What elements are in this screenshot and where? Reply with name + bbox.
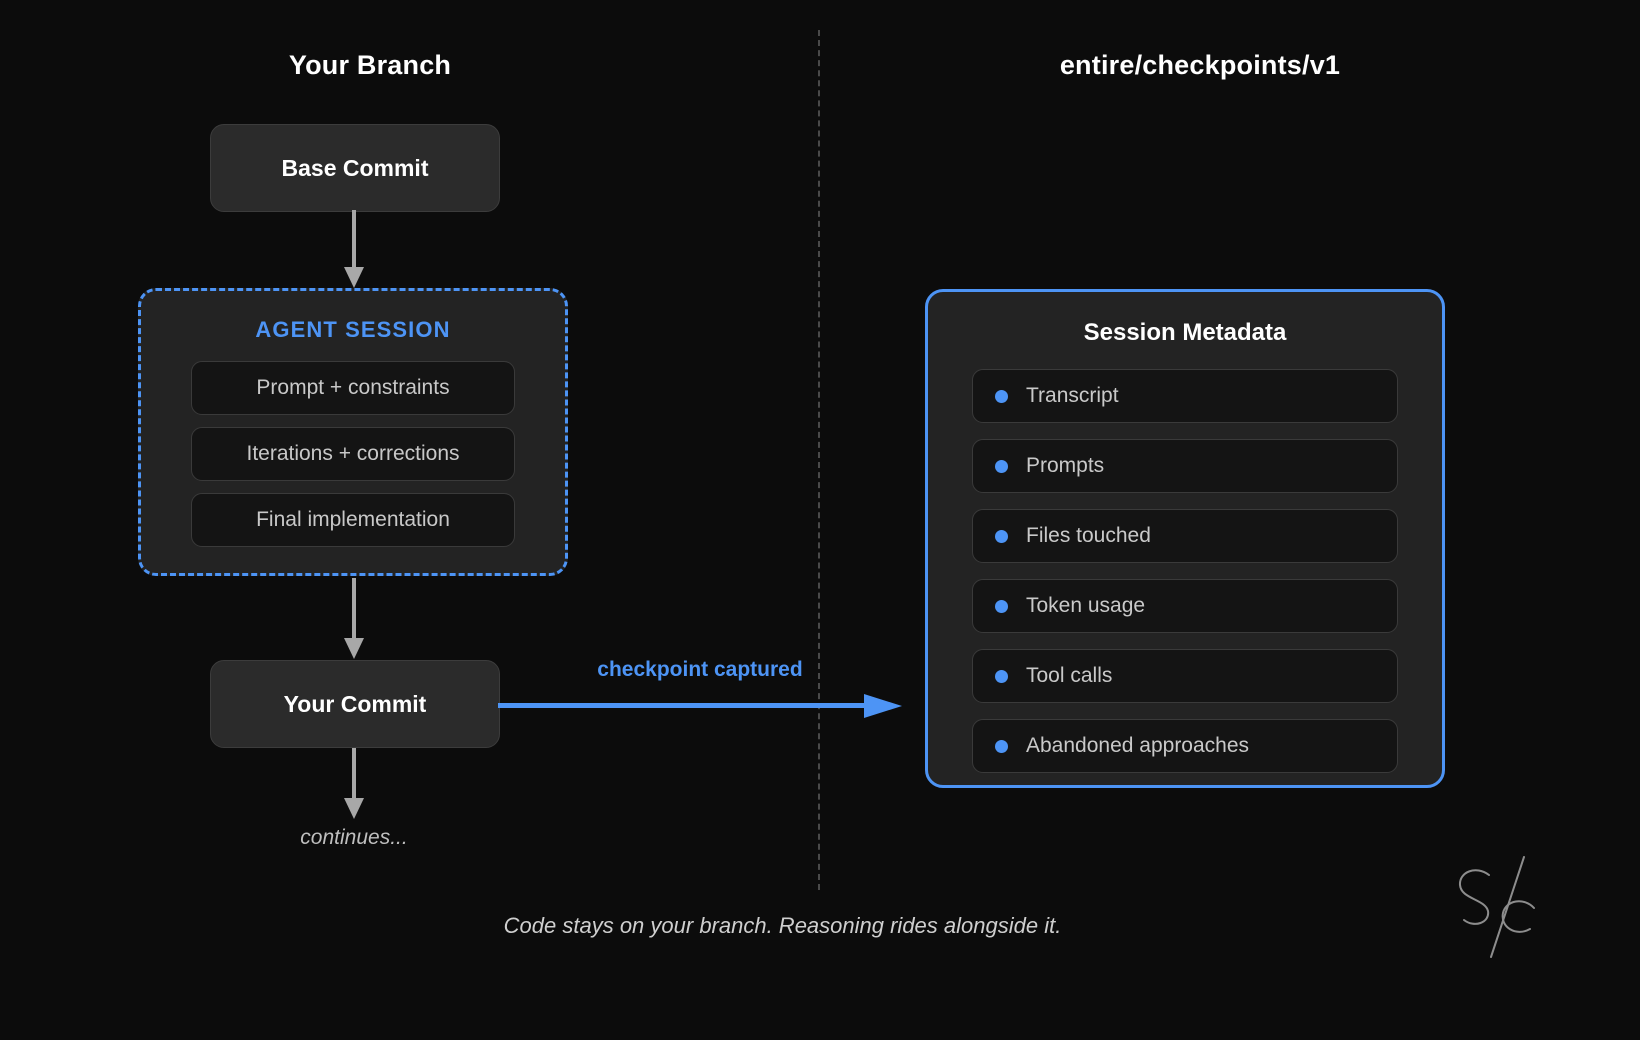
- arrow-session-to-commit: [344, 578, 364, 660]
- bullet-icon: [995, 459, 1008, 473]
- metadata-item-label: Token usage: [1026, 594, 1146, 617]
- arrow-checkpoint-captured: [498, 694, 902, 718]
- arrow-head: [864, 694, 902, 718]
- arrow-shaft: [352, 748, 356, 798]
- metadata-item-prompts[interactable]: Prompts: [972, 439, 1398, 493]
- right-column-title: entire/checkpoints/v1: [1059, 50, 1341, 80]
- bullet-icon: [995, 739, 1008, 753]
- metadata-item-label: Transcript: [1026, 384, 1119, 407]
- bullet-icon: [995, 529, 1008, 543]
- bullet-icon: [995, 599, 1008, 613]
- agent-session-group[interactable]: AGENT SESSION Prompt + constraints Itera…: [138, 288, 568, 576]
- metadata-item-transcript[interactable]: Transcript: [972, 369, 1398, 423]
- metadata-item-token-usage[interactable]: Token usage: [972, 579, 1398, 633]
- arrow-commit-to-continues: [344, 748, 364, 820]
- arrow-shaft: [498, 703, 866, 708]
- bullet-icon: [995, 389, 1008, 403]
- left-column-title: Your Branch: [288, 50, 452, 80]
- session-item-iterations-corrections[interactable]: Iterations + corrections: [191, 427, 515, 481]
- metadata-item-label: Prompts: [1026, 454, 1105, 477]
- session-item-prompt-constraints[interactable]: Prompt + constraints: [191, 361, 515, 415]
- metadata-item-abandoned-approaches[interactable]: Abandoned approaches: [972, 719, 1398, 773]
- agent-session-item-list: Prompt + constraints Iterations + correc…: [191, 361, 515, 547]
- session-metadata-title: Session Metadata: [1083, 319, 1287, 346]
- arrow-head: [344, 638, 364, 659]
- checkpoint-captured-label: checkpoint captured: [597, 658, 803, 681]
- bullet-icon: [995, 669, 1008, 683]
- footer-caption: Code stays on your branch. Reasoning rid…: [503, 913, 1062, 938]
- session-metadata-panel[interactable]: Session Metadata Transcript Prompts File…: [925, 289, 1445, 788]
- arrow-shaft: [352, 578, 356, 638]
- node-base-commit[interactable]: Base Commit: [210, 124, 500, 212]
- arrow-head: [344, 267, 364, 288]
- session-item-final-implementation[interactable]: Final implementation: [191, 493, 515, 547]
- metadata-item-files-touched[interactable]: Files touched: [972, 509, 1398, 563]
- metadata-item-label: Abandoned approaches: [1026, 734, 1250, 757]
- arrow-head: [344, 798, 364, 819]
- session-metadata-item-list: Transcript Prompts Files touched Token u…: [972, 369, 1398, 773]
- node-your-commit[interactable]: Your Commit: [210, 660, 500, 748]
- metadata-item-label: Files touched: [1026, 524, 1151, 547]
- arrow-shaft: [352, 210, 356, 268]
- continues-label: continues...: [300, 826, 408, 849]
- center-divider: [818, 30, 820, 890]
- metadata-item-label: Tool calls: [1026, 664, 1113, 687]
- metadata-item-tool-calls[interactable]: Tool calls: [972, 649, 1398, 703]
- arrow-base-to-session: [344, 210, 364, 288]
- signature-monogram-icon: [1458, 856, 1535, 958]
- agent-session-title: AGENT SESSION: [255, 317, 451, 342]
